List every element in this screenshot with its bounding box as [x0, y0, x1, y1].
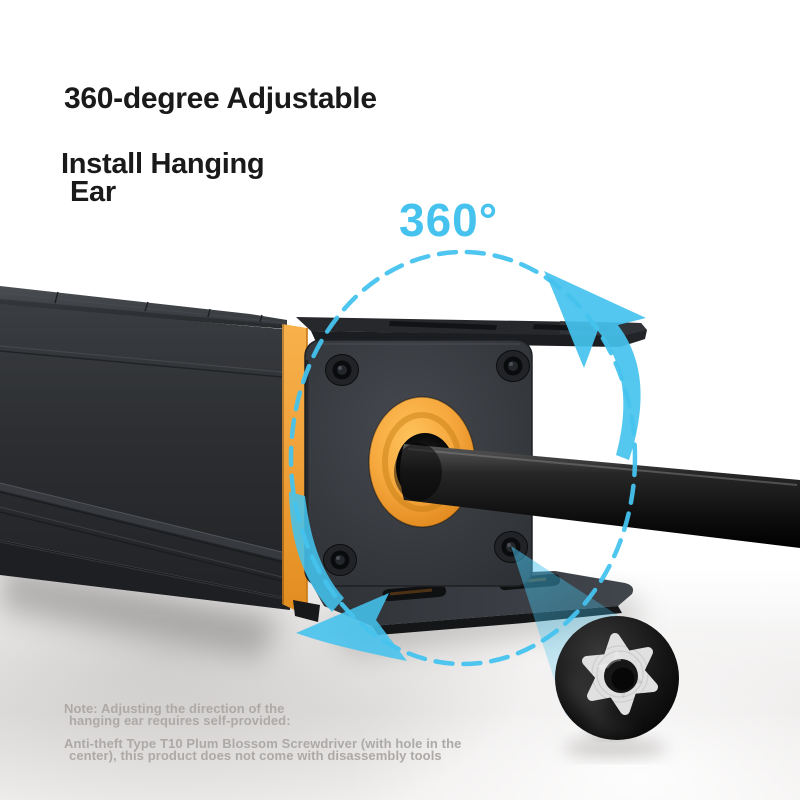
corner-screw-top-left: [325, 354, 359, 386]
rotation-circle-dashed-icon: [288, 249, 638, 667]
footnote-line-4: center), this product does not come with…: [69, 747, 442, 763]
footnote-line-3: Anti-theft Type T10 Plum Blossom Screwdr…: [64, 736, 462, 751]
outlet-module-seams: [54, 291, 263, 323]
subheadline-install-hanging-ear: Install Hanging Ear: [61, 148, 265, 208]
corner-screws: [323, 350, 530, 576]
subheadline-line1: Install Hanging: [61, 148, 265, 180]
power-cable: [394, 443, 800, 548]
power-strip-body: [0, 286, 290, 610]
headline-360-degree: 360-degree Adjustable: [64, 82, 377, 115]
rotation-degree-label: 360°: [399, 194, 499, 246]
corner-screw-top-right: [496, 350, 530, 382]
subheadline-line2: Ear: [70, 176, 116, 208]
corner-screw-bottom-left: [323, 544, 357, 576]
footnote-line-2: hanging ear requires self-provided:: [69, 712, 291, 728]
curved-arrow-top-icon: [544, 271, 646, 460]
footnote-line-1: Note: Adjusting the direction of the: [64, 701, 285, 716]
curved-arrow-bottom-icon: [289, 492, 407, 661]
torx-screw-inset: [555, 616, 679, 740]
footnote: Note: Adjusting the direction of the han…: [64, 701, 484, 763]
